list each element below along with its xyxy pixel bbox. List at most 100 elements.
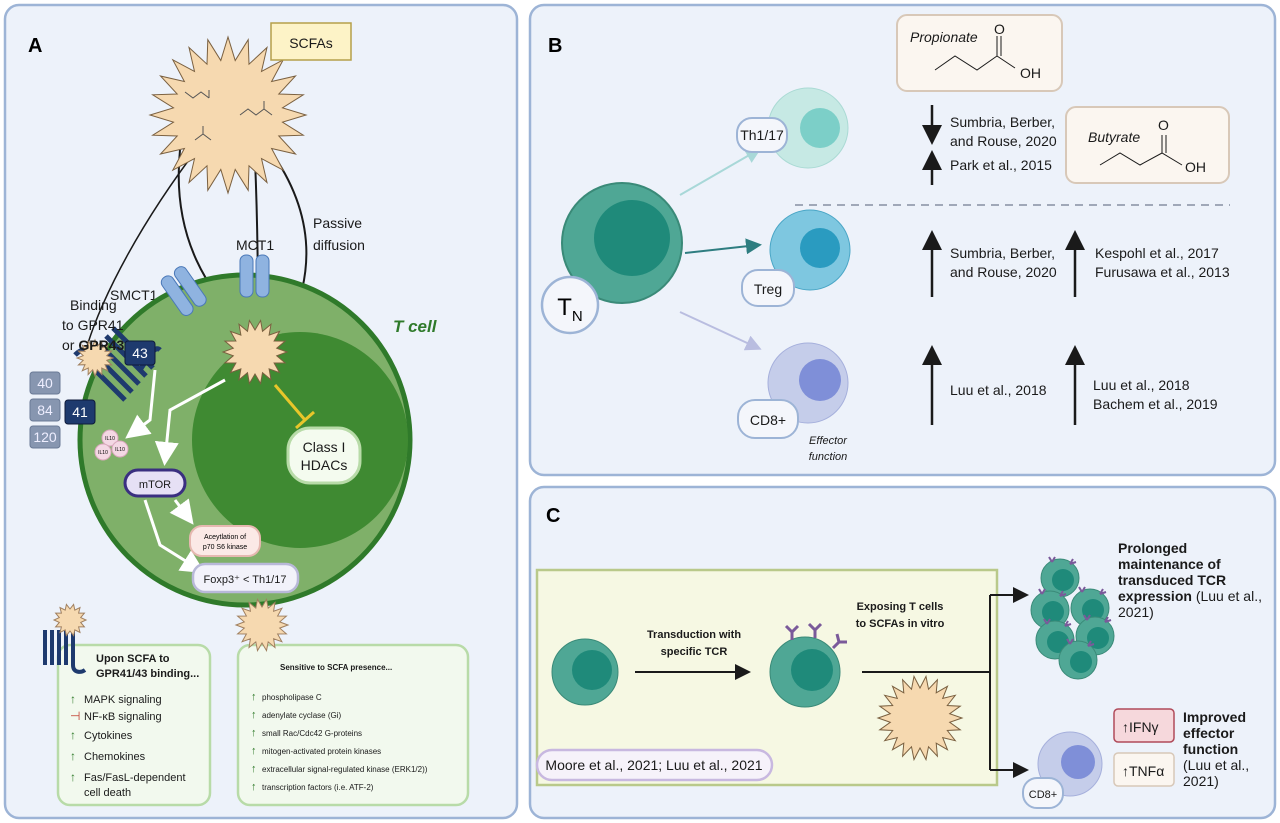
t-cell-nucleus — [1082, 599, 1104, 621]
acetylation-box — [189, 525, 261, 557]
t-cell-nucleus — [1042, 601, 1064, 623]
box1-title-2: GPR41/43 binding... — [96, 668, 199, 680]
ref-cd8-2a: Luu et al., 2018 — [1093, 377, 1190, 393]
effect-arrows — [922, 105, 1085, 425]
mtor-to-acetylation-arrow — [169, 498, 194, 525]
cd8-nucleus — [799, 359, 841, 401]
ifn-box — [1113, 708, 1175, 743]
prolonged-line2: maintenance of — [1118, 556, 1221, 572]
scfa-icon — [52, 603, 88, 637]
il10-label: IL10 — [105, 436, 115, 442]
exposing-line1: Exposing T cells — [857, 601, 944, 613]
receptor-labels: 40 84 120 43 41 — [29, 340, 156, 449]
ref-th-up: Park et al., 2015 — [950, 157, 1052, 173]
butyrate-o: O — [1158, 117, 1169, 133]
cd8-effector-nucleus — [1061, 745, 1095, 779]
t-cell-label: T cell — [393, 317, 438, 336]
binding-line3: or GPR43 — [62, 337, 124, 353]
box1-item: Cytokines — [84, 730, 133, 742]
gpr-binding-box — [56, 643, 212, 807]
box2-item: transcription factors (i.e. ATF-2) — [262, 783, 374, 792]
il10-cluster: IL10 IL10 IL10 — [94, 429, 129, 461]
expanded-cell-cluster — [1030, 556, 1115, 680]
mtor-label: mTOR — [139, 479, 171, 491]
diffusion-label: diffusion — [313, 237, 365, 253]
inhibit-icon: ⊣ — [70, 709, 80, 723]
scfa-icon — [234, 598, 290, 652]
scfa-starburst — [876, 674, 964, 762]
scfa-starburst — [148, 35, 308, 195]
box1-list: ↑MAPK signaling⊣NF-κB signaling↑Cytokine… — [70, 692, 186, 799]
treg-label: Treg — [754, 281, 782, 297]
propionate-box — [896, 14, 1063, 92]
up-arrow-icon: ↑ — [251, 763, 257, 775]
t-cell-nucleus — [1070, 651, 1092, 673]
propionate-label: Propionate — [910, 29, 978, 45]
prolonged-line3: transduced TCR — [1118, 572, 1226, 588]
tcr-icon — [1043, 618, 1072, 627]
hdacs-line2: HDACs — [301, 457, 348, 473]
label-43: 43 — [132, 345, 148, 361]
treg-label-bubble — [741, 269, 795, 307]
receptor-to-il10-arrow — [125, 369, 157, 439]
gpr-receptor-icon — [43, 630, 87, 674]
hdacs-line1: Class I — [303, 439, 346, 455]
panel-a: A SCFAs SMCT1 MCT1 Passive diffusion T c… — [3, 3, 519, 820]
cd8-label-bubble — [1022, 777, 1064, 809]
exposing-line2: to SCFAs in vitro — [856, 618, 945, 630]
transduction-line1: Transduction with — [647, 629, 741, 641]
citation-label: Moore et al., 2021; Luu et al., 2021 — [545, 757, 762, 773]
improved-line5: 2021) — [1183, 773, 1219, 789]
panel-label-a: A — [28, 35, 42, 57]
label-41: 41 — [72, 404, 88, 420]
class-i-hdacs — [286, 426, 362, 485]
naive-nucleus — [594, 200, 670, 276]
intracellular-scfa — [221, 319, 289, 385]
up-arrow-icon: ↑ — [70, 728, 76, 742]
mtor — [123, 468, 187, 498]
panel-c: C Transduction with specific TCR Exposin… — [528, 485, 1277, 820]
prolonged-line1: Prolonged — [1118, 540, 1187, 556]
tn-label-bubble — [540, 275, 600, 335]
acetylation-line1: Aceytlation of — [204, 534, 246, 541]
hdac-inhibition — [273, 384, 315, 430]
foxp3-label: Foxp3⁺ < Th1/17 — [204, 574, 287, 586]
cd8-label-c: CD8+ — [1029, 789, 1057, 801]
up-arrow-icon: ↑ — [1122, 763, 1129, 779]
naive-cell-nucleus — [572, 650, 612, 690]
box1-item: MAPK signaling — [84, 694, 162, 706]
up-arrow-icon: ↑ — [251, 709, 257, 721]
scfa-molecules — [184, 90, 273, 141]
up-arrow-icon: ↑ — [70, 770, 76, 784]
prolonged-line5: 2021) — [1118, 604, 1154, 620]
butyrate-structure — [1099, 135, 1183, 166]
ref-treg-1a: Sumbria, Berber, — [950, 245, 1055, 261]
butyrate-oh: OH — [1185, 159, 1206, 175]
il10-label: IL10 — [115, 447, 125, 453]
up-arrow-icon: ↑ — [70, 749, 76, 763]
label-84: 84 — [37, 402, 53, 418]
il10-label: IL10 — [98, 450, 108, 456]
propionate-structure — [934, 36, 1016, 71]
box2-list: ↑phospholipase C↑adenylate cyclase (Gi)↑… — [251, 691, 428, 793]
passive-label: Passive — [313, 215, 362, 231]
panel-label-b: B — [548, 35, 562, 57]
tcr-icon — [1066, 638, 1095, 647]
effector-line2: function — [809, 451, 848, 463]
up-arrow-icon: ↑ — [1122, 719, 1129, 735]
improved-line4: (Luu et al., — [1183, 757, 1249, 773]
panel-label-c: C — [546, 505, 560, 527]
binding-line2: to GPR41 — [62, 317, 124, 333]
mct1-label: MCT1 — [236, 237, 274, 253]
scfas-label-box — [270, 22, 352, 61]
tn-to-treg-arrow — [684, 238, 762, 255]
smct1-label: SMCT1 — [110, 287, 158, 303]
ref-treg-2b: Furusawa et al., 2013 — [1095, 264, 1230, 280]
box2-item: extracellular signal-regulated kinase (E… — [262, 765, 428, 774]
up-arrow-icon: ↑ — [251, 691, 257, 703]
tn-to-cd8-arrow — [679, 311, 762, 351]
citation-pill — [535, 748, 774, 782]
box2-item: adenylate cyclase (Gi) — [262, 711, 341, 720]
box2-item: mitogen-activated protein kinases — [262, 747, 381, 756]
